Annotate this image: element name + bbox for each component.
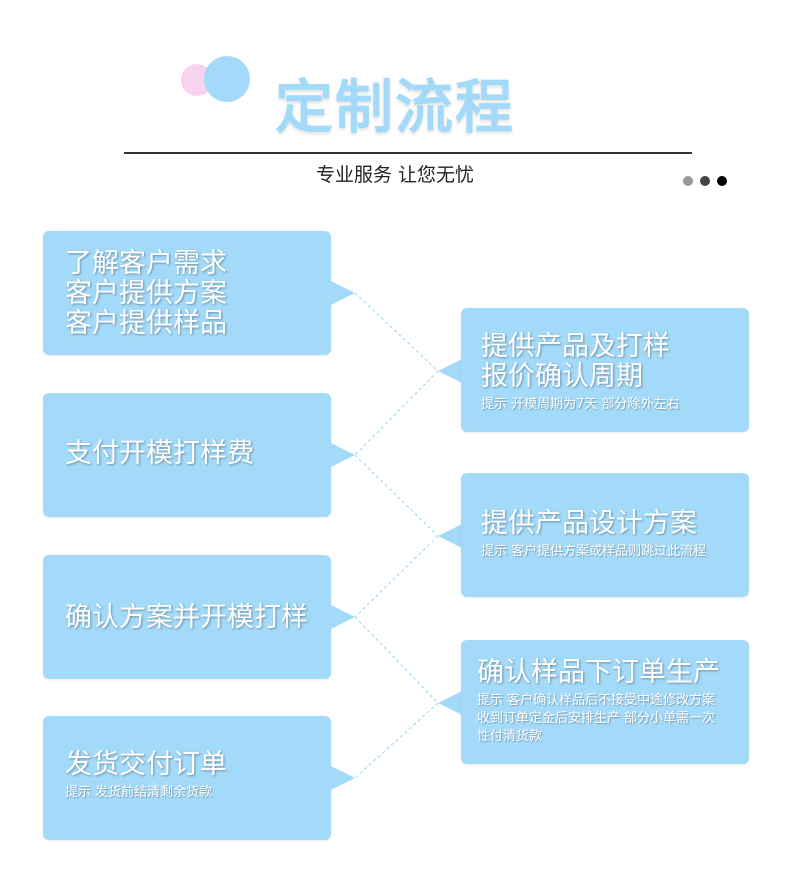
dot-icon-2 [700, 176, 710, 186]
connector-line [354, 616, 439, 704]
connector-line [354, 292, 439, 372]
step-line: 报价确认周期 [481, 361, 643, 392]
step-tip: 提示 客户确认样品后不接受中途修改方案 [477, 693, 716, 708]
step-line: 支付开模打样费 [65, 438, 254, 469]
step-box-right-2: 提供产品设计方案 提示 客户提供方案或样品则跳过此流程 [461, 473, 749, 597]
title-divider [124, 152, 692, 154]
step-box-left-1: 了解客户需求 客户提供方案 客户提供样品 [43, 231, 331, 355]
step-tip: 提示 客户提供方案或样品则跳过此流程 [481, 544, 707, 559]
step-tip: 收到订单定金后安排生产 部分小单需一次 [477, 711, 716, 726]
step-box-left-3: 确认方案并开模打样 [43, 555, 331, 679]
blue-circle-decoration [204, 56, 250, 102]
page-title: 定制流程 [274, 73, 515, 141]
arrow-right-icon [331, 281, 355, 305]
step-line: 客户提供样品 [65, 308, 227, 339]
step-line: 提供产品及打样 [481, 331, 670, 362]
step-box-left-4: 发货交付订单 提示 发货前结清剩余货款 [43, 716, 331, 840]
step-line: 提供产品设计方案 [481, 508, 697, 539]
step-tip: 提示 发货前结清剩余货款 [65, 785, 213, 800]
arrow-left-icon [438, 524, 462, 548]
step-line: 确认样品下订单生产 [477, 657, 720, 688]
page-subtitle: 专业服务 让您无忧 [315, 164, 475, 186]
connector-line [354, 370, 439, 456]
dot-icon-1 [683, 176, 693, 186]
connector-line [354, 702, 439, 779]
step-tip: 提示 开模周期为7天 部分除外左右 [481, 397, 680, 412]
arrow-right-icon [331, 766, 355, 790]
arrow-left-icon [438, 691, 462, 715]
arrow-right-icon [331, 443, 355, 467]
arrow-right-icon [331, 605, 355, 629]
arrow-left-icon [438, 359, 462, 383]
step-line: 发货交付订单 [65, 749, 227, 780]
dot-icon-3 [717, 176, 727, 186]
connector-line [354, 535, 439, 618]
step-line: 确认方案并开模打样 [65, 602, 308, 633]
step-line: 了解客户需求 [65, 248, 227, 279]
step-box-left-2: 支付开模打样费 [43, 393, 331, 517]
step-box-right-3: 确认样品下订单生产 提示 客户确认样品后不接受中途修改方案 收到订单定金后安排生… [461, 640, 749, 764]
step-tip: 性付清货款 [477, 729, 543, 744]
connector-line [354, 454, 439, 537]
step-line: 客户提供方案 [65, 278, 227, 309]
step-box-right-1: 提供产品及打样 报价确认周期 提示 开模周期为7天 部分除外左右 [461, 308, 749, 432]
